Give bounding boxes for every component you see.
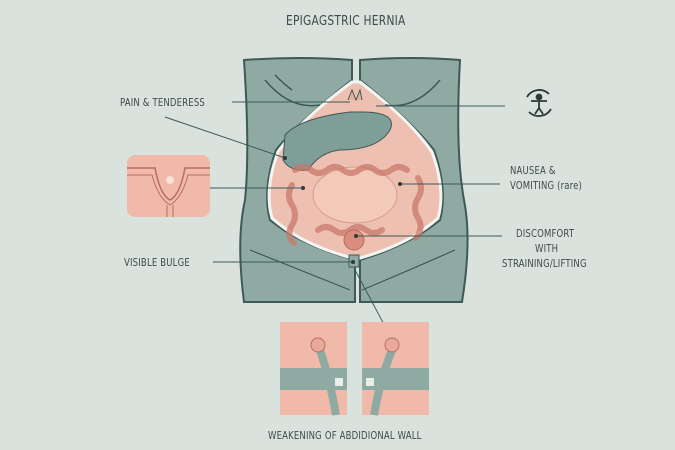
bulge-inset (127, 155, 210, 217)
wall-weakening-inset (280, 322, 429, 416)
label-pain-tenderness: PAIN & TENDERESS (120, 96, 205, 109)
no-exercise-icon (526, 89, 552, 117)
label-nausea-line2: VOMITING (rare) (510, 179, 583, 192)
diagram-title: EPIGAGSTRIC HERNIA (286, 14, 406, 29)
label-nausea-line1: NAUSEA & (510, 164, 556, 177)
torso-diagram (239, 57, 469, 303)
label-wall-weakening: WEAKENING OF ABDIDIONAL WALL (268, 429, 422, 442)
label-discomfort-line3: STRAINING/LIFTING (502, 257, 587, 270)
label-discomfort-line2: WITH (535, 242, 559, 255)
label-discomfort-line1: DISCOMFORT (516, 227, 575, 240)
label-visible-bulge: VISIBLE BULGE (124, 256, 190, 269)
